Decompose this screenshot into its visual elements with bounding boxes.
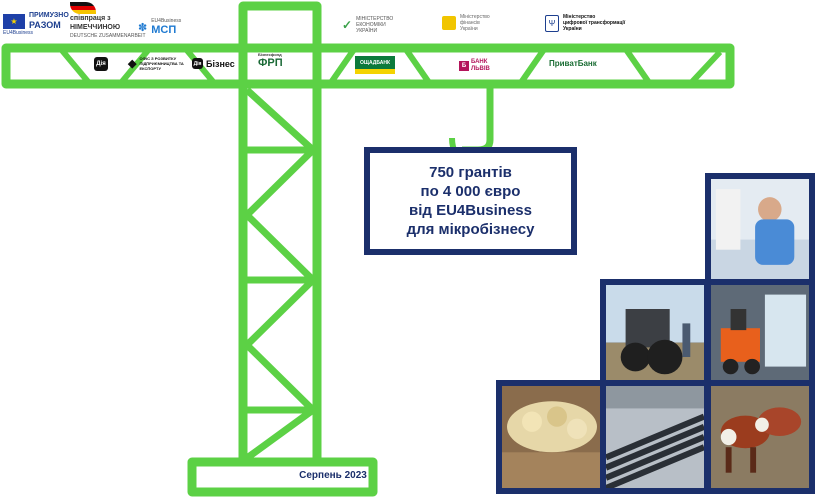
- crane-tower: [238, 1, 322, 467]
- germany-flag-icon: [70, 2, 96, 14]
- finance-ministry-logo: Міністерство фінансів України: [442, 14, 490, 32]
- oschadbank-logo: ОЩАДБАНК: [355, 56, 395, 74]
- grant-message-box: 750 грантів по 4 000 євро від EU4Busines…: [364, 147, 577, 255]
- digital-ministry-logo: Ψ Міністерство цифрової трансформації Ук…: [545, 14, 625, 32]
- eu-flag-icon: ★: [3, 13, 25, 29]
- finance-square-icon: [442, 16, 456, 30]
- msp-mark-icon: ✽: [138, 21, 148, 34]
- crane-jib: [1, 43, 735, 89]
- forklift-photo: [705, 279, 815, 387]
- bank-lviv-logo: Б БАНК ЛЬВІВ: [459, 59, 497, 73]
- privatbank-logo: ПриватБанк: [549, 59, 597, 68]
- germany-cooperation-logo: співпраця з НІМЕЧЧИНОЮ DEUTSCHE ZUSAMMEN…: [70, 2, 146, 39]
- pipes-photo: [600, 380, 710, 494]
- office-mark-icon: ◆: [128, 58, 137, 70]
- date-label: Серпень 2023: [299, 470, 367, 481]
- office-development-logo: ◆ ОФІС З РОЗВИТКУ ПІДПРИЄМНИЦТВА ТА ЕКСП…: [128, 56, 184, 71]
- eu-logo: ★ ПРИМУЗНО РАЗОМ: [3, 12, 69, 30]
- economy-check-icon: ✓: [342, 18, 353, 32]
- cattle-photo: [705, 380, 815, 494]
- crane-cable: [462, 84, 494, 154]
- frp-logo: Бізнесфонд ФРП: [258, 52, 283, 69]
- dentist-photo: [705, 173, 815, 286]
- diia-logo: Дія: [94, 57, 108, 71]
- trident-icon: Ψ: [545, 14, 559, 32]
- diia-biznes-logo: Дія Бізнес: [192, 58, 235, 69]
- bank-lviv-mark-icon: Б: [459, 61, 469, 71]
- msp-logo: ✽ EU4Business МСП: [138, 18, 182, 36]
- economy-ministry-logo: ✓ МІНІСТЕРСТВО ЕКОНОМІКИ УКРАЇНИ: [342, 16, 394, 34]
- tractor-photo: [600, 279, 710, 387]
- cheese-photo: [496, 380, 608, 494]
- partner-logos-row: ★ ПРИМУЗНО РАЗОМ EU4Business співпраця з…: [0, 0, 820, 44]
- crane-base: [187, 457, 378, 497]
